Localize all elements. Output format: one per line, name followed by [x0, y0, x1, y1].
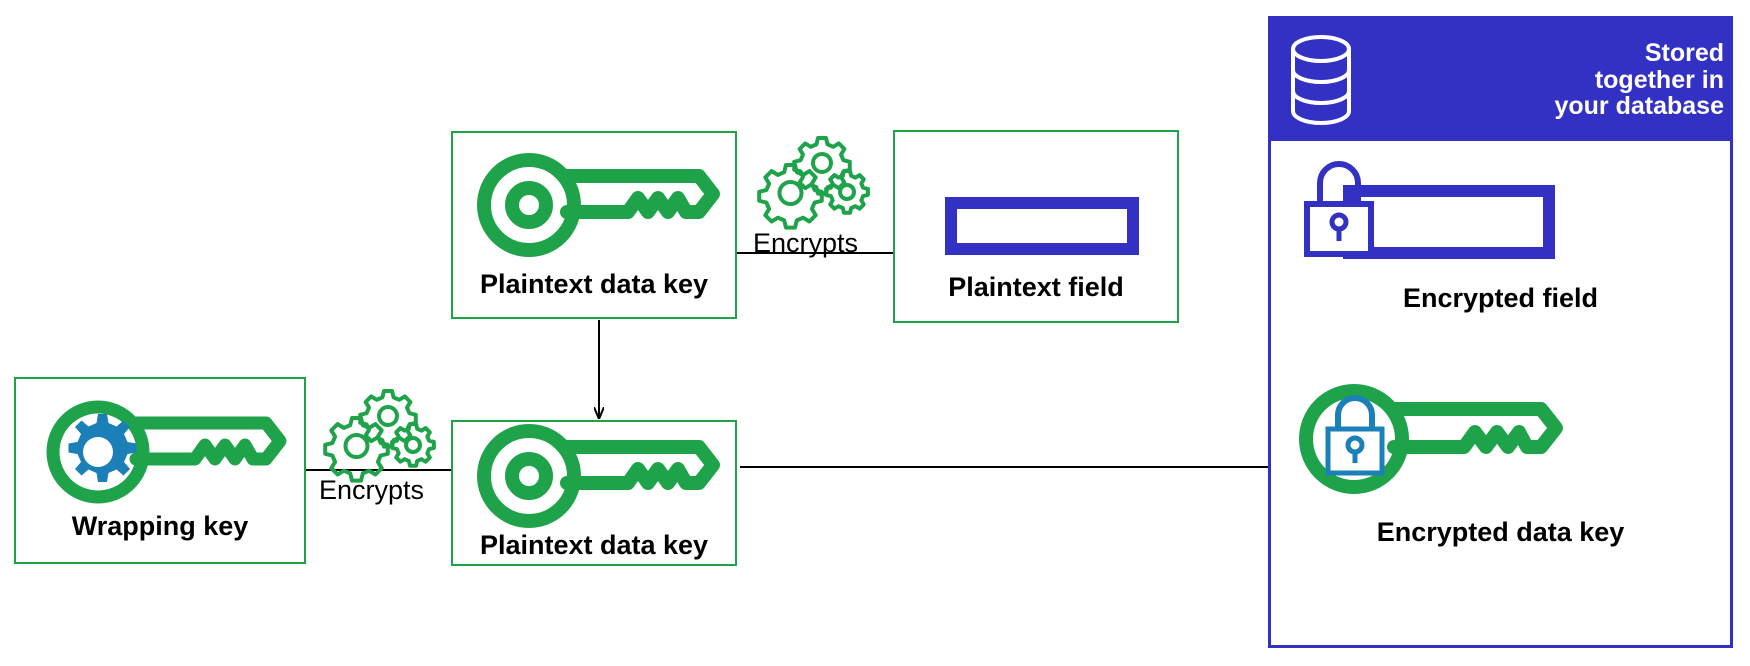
key-with-lock-icon [1293, 379, 1563, 501]
node-plaintext-data-key-top[interactable]: Plaintext data key [451, 131, 737, 319]
key-with-gear-icon [40, 397, 287, 507]
key-icon-top [471, 149, 720, 261]
node-plaintext-data-key-bottom[interactable]: Plaintext data key [451, 420, 737, 566]
node-encrypted-field[interactable]: Encrypted field [1271, 141, 1730, 337]
locked-field-icon [1299, 159, 1561, 274]
database-group-header-text: Stored together in your database [1353, 40, 1730, 120]
database-cylinder-icon [1289, 33, 1353, 127]
node-plaintext-data-key-bottom-label: Plaintext data key [479, 530, 709, 560]
gears-icon-upper [757, 133, 870, 230]
node-encrypted-data-key-label: Encrypted data key [1376, 517, 1625, 547]
database-header-line-3: your database [1554, 92, 1724, 121]
node-wrapping-key-label: Wrapping key [71, 511, 249, 541]
key-icon-bottom [471, 420, 720, 532]
database-header-line-2: together in [1594, 65, 1724, 94]
node-plaintext-field[interactable]: Plaintext field [893, 130, 1179, 323]
database-group-box[interactable]: Stored together in your database [1268, 16, 1733, 648]
node-wrapping-key[interactable]: Wrapping key [14, 377, 306, 564]
node-encrypted-data-key[interactable]: Encrypted data key [1271, 369, 1730, 589]
node-plaintext-data-key-top-label: Plaintext data key [479, 269, 709, 299]
node-encrypted-field-label: Encrypted field [1402, 283, 1599, 313]
edge-label-encrypts-lower: Encrypts [319, 475, 425, 505]
gears-icon-lower [323, 386, 436, 483]
field-rectangle-icon [945, 197, 1139, 255]
database-group-header: Stored together in your database [1271, 19, 1730, 141]
node-plaintext-field-label: Plaintext field [948, 272, 1124, 302]
database-header-line-1: Stored [1644, 39, 1724, 68]
edge-label-encrypts-upper: Encrypts [753, 228, 859, 258]
